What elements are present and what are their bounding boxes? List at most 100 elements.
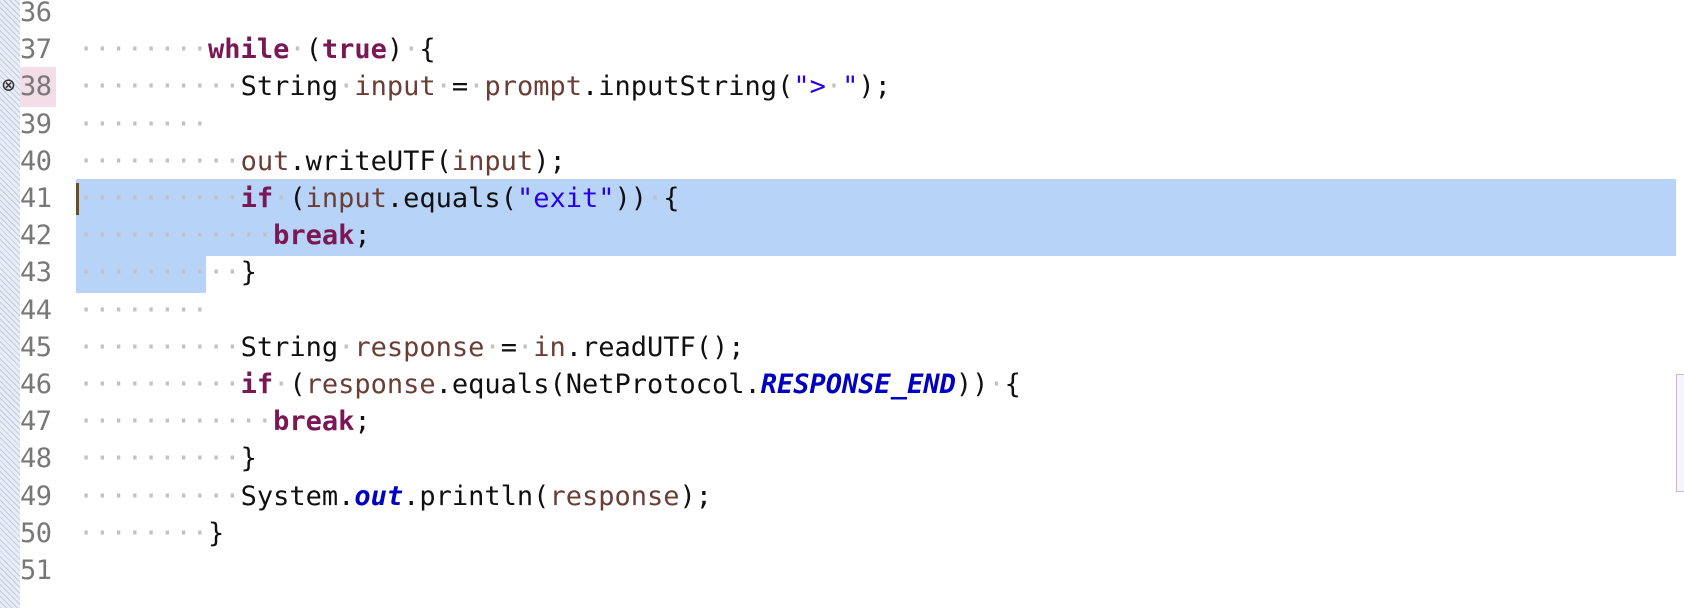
whitespace-marker: · (273, 369, 290, 400)
code-token: .inputString( (582, 71, 794, 103)
whitespace-marker: ·········· (78, 331, 241, 363)
whitespace-marker: · (484, 331, 501, 363)
code-text[interactable]: ··········} (78, 439, 257, 479)
code-token: input (354, 71, 436, 103)
code-token: .equals( (386, 183, 517, 214)
code-line[interactable]: 45··········String·response·=·in.readUTF… (0, 328, 1684, 368)
code-line[interactable]: 43 ··········} (0, 253, 1684, 294)
code-token: response (305, 369, 436, 400)
code-text[interactable]: ············break; (78, 216, 371, 256)
line-number: 44 (20, 294, 52, 326)
code-text[interactable]: ··········String·input·=·prompt.inputStr… (78, 67, 891, 107)
code-token: " (842, 71, 859, 103)
code-token: ); (679, 480, 713, 512)
line-number: 50 (20, 517, 52, 549)
code-line[interactable]: 40··········out.writeUTF(input); (0, 142, 1684, 182)
code-token: = (451, 71, 469, 103)
code-token: String (240, 331, 339, 363)
code-token: { (663, 183, 680, 214)
code-token: String (240, 71, 339, 103)
whitespace-marker: · (468, 71, 485, 103)
code-line[interactable]: 51 (0, 551, 1684, 591)
code-line[interactable]: 36 (0, 0, 1684, 33)
code-token: "exit" (516, 183, 615, 214)
code-text[interactable]: ··········String·response·=·in.readUTF()… (78, 328, 745, 368)
code-token: true (321, 34, 387, 66)
code-line[interactable]: 41··········if·(input.equals("exit"))·{ (0, 179, 1684, 219)
code-token: if (240, 183, 274, 214)
overview-ruler-mark[interactable] (1676, 374, 1684, 492)
code-token: ; (354, 406, 371, 438)
whitespace-marker: ·········· (78, 480, 241, 512)
whitespace-marker: ············ (78, 220, 274, 252)
line-number: 42 (20, 220, 52, 252)
code-token: .readUTF(); (565, 331, 745, 363)
whitespace-marker: · (435, 71, 452, 103)
error-marker-icon[interactable]: ⊗ (1, 73, 16, 99)
code-text[interactable]: ··········if·(input.equals("exit"))·{ (78, 179, 680, 219)
line-number: 43 (20, 257, 52, 289)
whitespace-marker: ·········· (78, 145, 241, 177)
whitespace-marker: ········ (78, 34, 209, 66)
code-text[interactable]: ············break; (78, 402, 371, 442)
code-token: ( (289, 369, 306, 400)
code-line[interactable]: 37········while·(true)·{ (0, 30, 1684, 70)
code-token: ); (858, 71, 891, 103)
code-line[interactable]: 48··········} (0, 439, 1684, 479)
code-token: .println( (403, 480, 550, 512)
line-number: 38 (20, 67, 56, 108)
whitespace-marker: ·········· (78, 369, 241, 400)
whitespace-marker: ········ (78, 108, 209, 140)
code-text[interactable]: ··········System.out.println(response); (78, 477, 712, 517)
code-line[interactable]: 50 ········} (0, 514, 1684, 554)
code-line[interactable]: 46··········if·(response.equals(NetProto… (0, 365, 1684, 405)
code-text[interactable]: ··········} (78, 253, 257, 293)
code-line[interactable]: 47 ············break; (0, 402, 1684, 442)
whitespace-marker: · (516, 331, 534, 363)
whitespace-marker: · (289, 34, 306, 66)
whitespace-marker: · (988, 369, 1005, 400)
line-number: 41 (20, 183, 52, 214)
code-token: prompt (484, 71, 582, 103)
line-number: 47 (20, 406, 52, 438)
line-number: 39 (20, 108, 52, 140)
line-number: 46 (20, 369, 52, 400)
code-token: response (354, 331, 485, 363)
code-text[interactable]: ········ (78, 291, 208, 331)
selection-highlight (76, 253, 206, 294)
code-token: .equals(NetProtocol. (435, 369, 761, 400)
code-token: break (273, 406, 355, 438)
line-number: 37 (20, 34, 52, 66)
text-caret (76, 183, 79, 215)
whitespace-marker: · (403, 34, 420, 66)
code-text[interactable]: ········} (78, 514, 224, 554)
code-text[interactable]: ··········out.writeUTF(input); (78, 142, 566, 182)
code-token: } (240, 257, 257, 289)
code-token: in (533, 331, 566, 363)
code-line[interactable]: 38⊗··········String·input·=·prompt.input… (0, 67, 1684, 108)
code-token: System. (240, 480, 355, 512)
code-line[interactable]: 49··········System.out.println(response)… (0, 477, 1684, 517)
line-number: 36 (20, 0, 52, 28)
code-line[interactable]: 42 ············break; (0, 216, 1684, 257)
code-token: if (240, 369, 274, 400)
line-number: 45 (20, 331, 52, 363)
code-token: { (1004, 369, 1021, 400)
quick-diff-ruler (0, 0, 20, 608)
selection-highlight (76, 179, 1676, 219)
code-token: } (208, 517, 225, 549)
code-token: ( (305, 34, 322, 66)
code-token: ) (386, 34, 404, 66)
code-text[interactable]: ········ (78, 105, 208, 145)
whitespace-marker: · (338, 71, 355, 103)
whitespace-marker: · (273, 183, 290, 214)
code-line[interactable]: 44 ········ (0, 291, 1684, 331)
code-line[interactable]: 39 ········ (0, 105, 1684, 145)
code-token: input (451, 145, 534, 177)
whitespace-marker: ········ (78, 517, 209, 549)
whitespace-marker: ·········· (78, 443, 241, 475)
code-text[interactable]: ··········if·(response.equals(NetProtoco… (78, 365, 1021, 405)
code-text[interactable]: ········while·(true)·{ (78, 30, 436, 70)
code-token: .writeUTF( (289, 145, 452, 177)
